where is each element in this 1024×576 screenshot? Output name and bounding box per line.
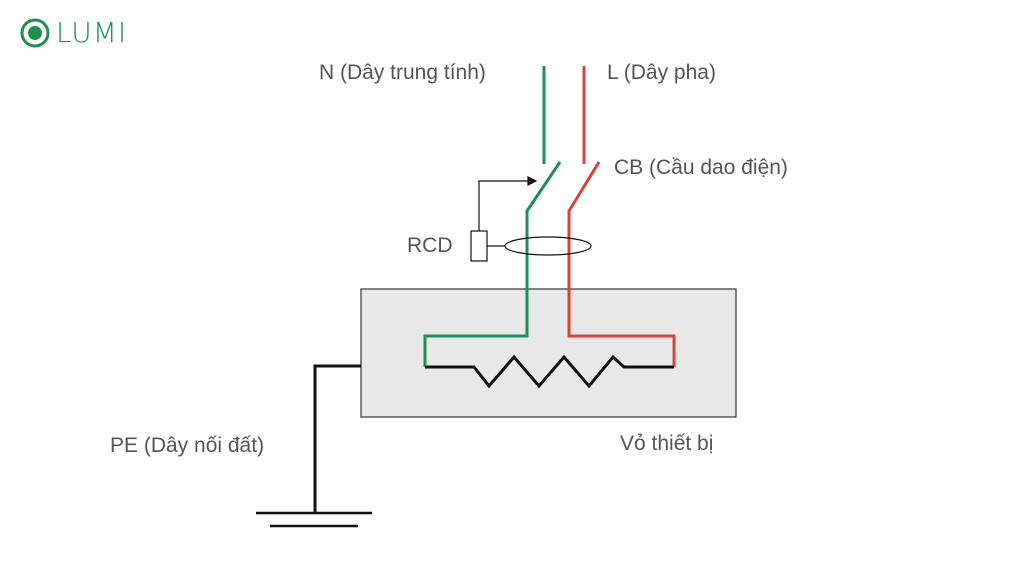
ground-symbol	[256, 511, 372, 528]
brand-logo: LUMI	[20, 16, 127, 49]
lumi-logo-icon	[20, 18, 50, 47]
brand-name: LUMI	[56, 16, 128, 49]
breaker-label: CB (Cầu dao điện)	[614, 156, 788, 179]
rcd-box	[470, 230, 488, 262]
phase-label: L (Dây pha)	[607, 61, 716, 84]
device-casing	[360, 288, 737, 418]
neutral-wire	[423, 66, 562, 367]
rcd-trip-link	[478, 176, 538, 231]
casing-label: Vỏ thiết bị	[620, 432, 714, 455]
phase-wire	[567, 66, 676, 367]
resistor-element	[425, 354, 674, 389]
neutral-label: N (Dây trung tính)	[319, 61, 486, 84]
rcd-label: RCD	[407, 234, 453, 257]
earth-wire	[313, 364, 361, 513]
current-sensor-ring	[504, 236, 592, 256]
earth-label: PE (Dây nối đất)	[110, 434, 265, 457]
